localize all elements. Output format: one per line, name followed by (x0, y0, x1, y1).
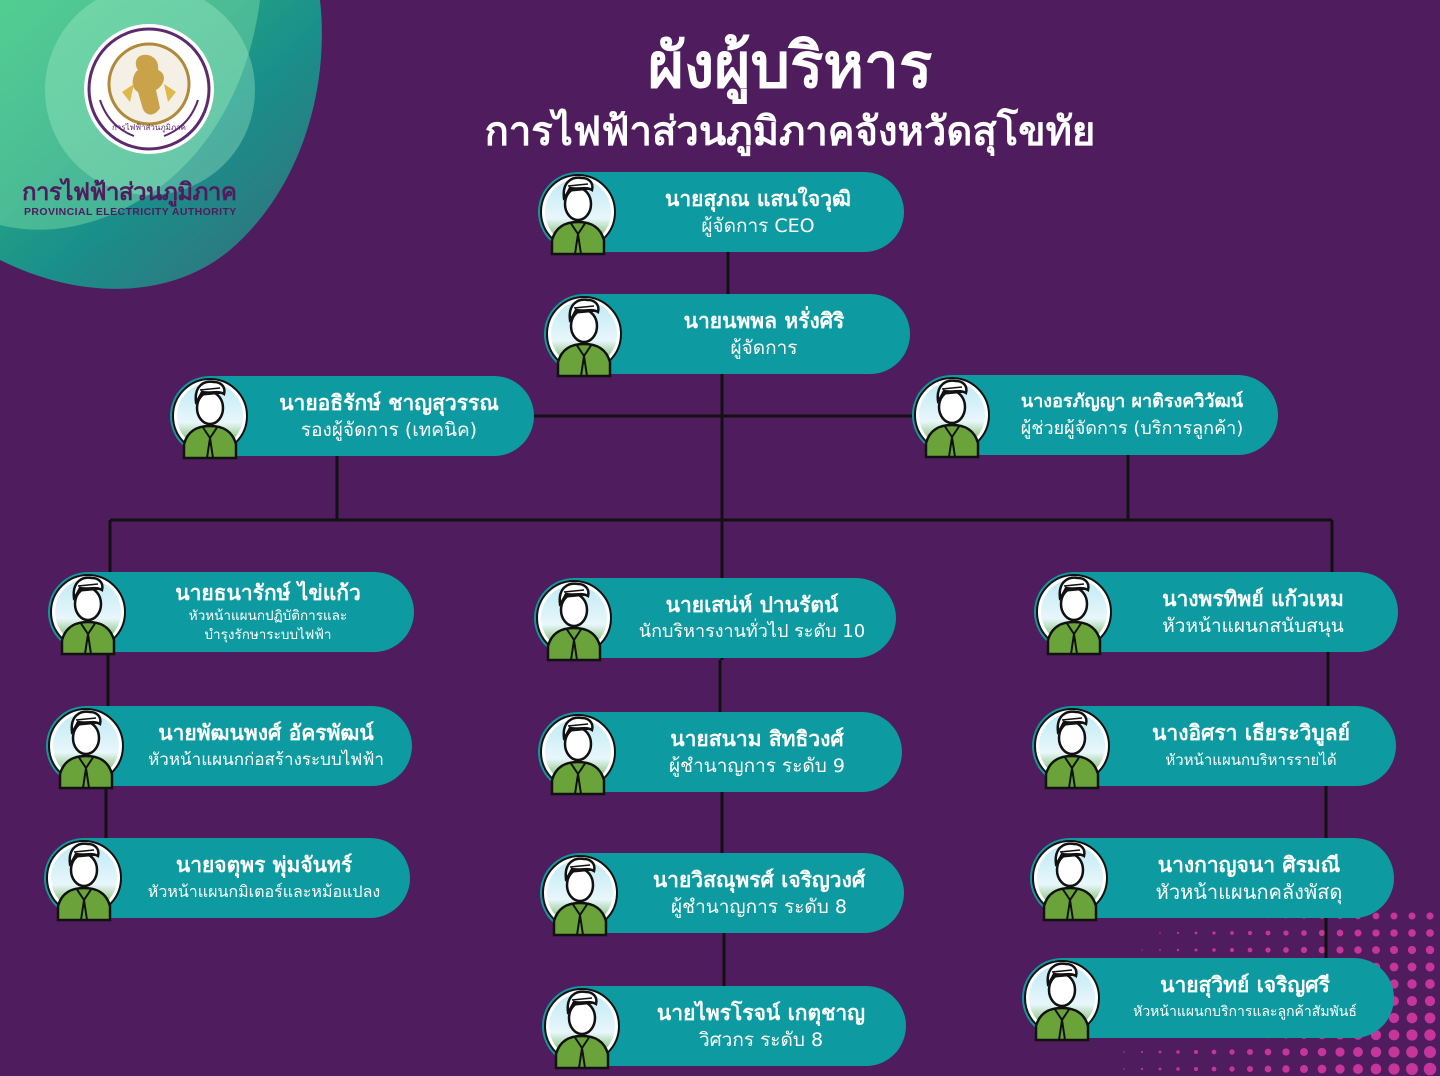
node-right-4: นายสุวิทย์ เจริญศรี หัวหน้าแผนกบริการและ… (1022, 958, 1394, 1038)
person-avatar-icon (912, 371, 990, 459)
node-name: นางพรทิพย์ แก้วเหม (1162, 587, 1344, 611)
node-center-1: นายเสน่ห์ ปานรัตน์ นักบริหารงานทั่วไป ระ… (534, 578, 896, 658)
node-name: นายสนาม สิทธิวงศ์ (670, 727, 844, 751)
node-name: นางอิศรา เธียระวิบูลย์ (1152, 721, 1350, 745)
node-role: ผู้จัดการ CEO (701, 215, 815, 237)
node-ceo: นายสุภณ แสนใจวุฒิ ผู้จัดการ CEO (538, 172, 904, 252)
node-name: นายเสน่ห์ ปานรัตน์ (665, 593, 839, 617)
node-name: นายอธิรักษ์ ชาญสุวรรณ (279, 391, 499, 415)
person-avatar-icon (48, 568, 126, 656)
person-avatar-icon (1030, 834, 1108, 922)
node-right-1: นางพรทิพย์ แก้วเหม หัวหน้าแผนกสนับสนุน (1034, 572, 1398, 652)
page-subtitle: การไฟฟ้าส่วนภูมิภาคจังหวัดสุโขทัย (484, 109, 1096, 155)
node-name: นายวิสณุพรศ์ เจริญวงศ์ (652, 868, 866, 892)
person-avatar-icon (1034, 568, 1112, 656)
node-left-2: นายพัฒนพงศ์ อัครพัฒน์ หัวหน้าแผนกก่อสร้า… (46, 706, 412, 786)
person-avatar-icon (44, 834, 122, 922)
node-right-2: นางอิศรา เธียระวิบูลย์ หัวหน้าแผนกบริหาร… (1032, 706, 1396, 786)
node-name: นางกาญจนา ศิรมณี (1157, 853, 1341, 877)
node-name: นางอรภัญญา ผาติรงควิวัฒน์ (1020, 391, 1244, 412)
pea-logo-seal: การไฟฟ้าส่วนภูมิภาค (84, 24, 214, 154)
person-avatar-icon (170, 372, 248, 460)
node-role: หัวหน้าแผนกคลังพัสดุ (1155, 880, 1343, 904)
person-avatar-icon (542, 982, 620, 1070)
person-avatar-icon (538, 168, 616, 256)
node-role: วิศวกร ระดับ 8 (698, 1029, 824, 1051)
node-role: หัวหน้าแผนกปฏิบัติการและ (188, 608, 348, 624)
node-role: หัวหน้าแผนกมิเตอร์และหม้อแปลง (147, 882, 381, 901)
node-role: หัวหน้าแผนกสนับสนุน (1162, 615, 1344, 637)
node-name: นายพัฒนพงศ์ อัครพัฒน์ (158, 721, 374, 745)
person-avatar-icon (46, 702, 124, 790)
node-left-3: นายจตุพร พุ่มจันทร์ หัวหน้าแผนกมิเตอร์แล… (44, 838, 410, 918)
person-avatar-icon (534, 574, 612, 662)
node-role: นักบริหารงานทั่วไป ระดับ 10 (638, 621, 866, 642)
node-center-2: นายสนาม สิทธิวงศ์ ผู้ชำนาญการ ระดับ 9 (538, 712, 902, 792)
person-avatar-icon (1022, 954, 1100, 1042)
node-role: ผู้ช่วยผู้จัดการ (บริการลูกค้า) (1020, 418, 1244, 439)
person-avatar-icon (1032, 702, 1110, 790)
node-role: รองผู้จัดการ (เทคนิค) (300, 419, 478, 441)
node-role: ผู้ชำนาญการ ระดับ 9 (669, 755, 845, 777)
node-role: หัวหน้าแผนกบริการและลูกค้าสัมพันธ์ (1133, 1004, 1357, 1020)
node-name: นายสุวิทย์ เจริญศรี (1160, 973, 1330, 997)
node-role-line2: บำรุงรักษาระบบไฟฟ้า (204, 627, 332, 643)
node-role: ผู้จัดการ (730, 337, 798, 359)
node-center-3: นายวิสณุพรศ์ เจริญวงศ์ ผู้ชำนาญการ ระดับ… (540, 853, 904, 933)
node-center-4: นายไพรโรจน์ เกตุชาญ วิศวกร ระดับ 8 (542, 986, 906, 1066)
logo-seal-text: การไฟฟ้าส่วนภูมิภาค (112, 123, 186, 133)
node-role: หัวหน้าแผนกก่อสร้างระบบไฟฟ้า (148, 750, 384, 770)
person-avatar-icon (538, 708, 616, 796)
node-role: หัวหน้าแผนกบริหารรายได้ (1165, 751, 1337, 769)
node-name: นายนพพล หรั่งศิริ (683, 309, 845, 333)
node-left-1: นายธนารักษ์ ไข่แก้ว หัวหน้าแผนกปฏิบัติกา… (48, 572, 414, 652)
node-assistant-customer: นางอรภัญญา ผาติรงควิวัฒน์ ผู้ช่วยผู้จัดก… (912, 375, 1278, 455)
person-avatar-icon (544, 290, 622, 378)
page-title: ผังผู้บริหาร (647, 29, 933, 102)
node-right-3: นางกาญจนา ศิรมณี หัวหน้าแผนกคลังพัสดุ (1030, 838, 1394, 918)
node-name: นายจตุพร พุ่มจันทร์ (175, 853, 353, 877)
node-name: นายธนารักษ์ ไข่แก้ว (175, 581, 361, 605)
person-avatar-icon (540, 849, 618, 937)
node-name: นายสุภณ แสนใจวุฒิ (665, 187, 851, 211)
node-role: ผู้ชำนาญการ ระดับ 8 (671, 896, 847, 918)
logo-text-english: PROVINCIAL ELECTRICITY AUTHORITY (24, 206, 237, 218)
node-name: นายไพรโรจน์ เกตุชาญ (656, 1001, 866, 1025)
node-manager: นายนพพล หรั่งศิริ ผู้จัดการ (544, 294, 910, 374)
node-deputy-technical: นายอธิรักษ์ ชาญสุวรรณ รองผู้จัดการ (เทคน… (170, 376, 534, 456)
logo-text-thai: การไฟฟ้าส่วนภูมิภาค (22, 178, 237, 206)
